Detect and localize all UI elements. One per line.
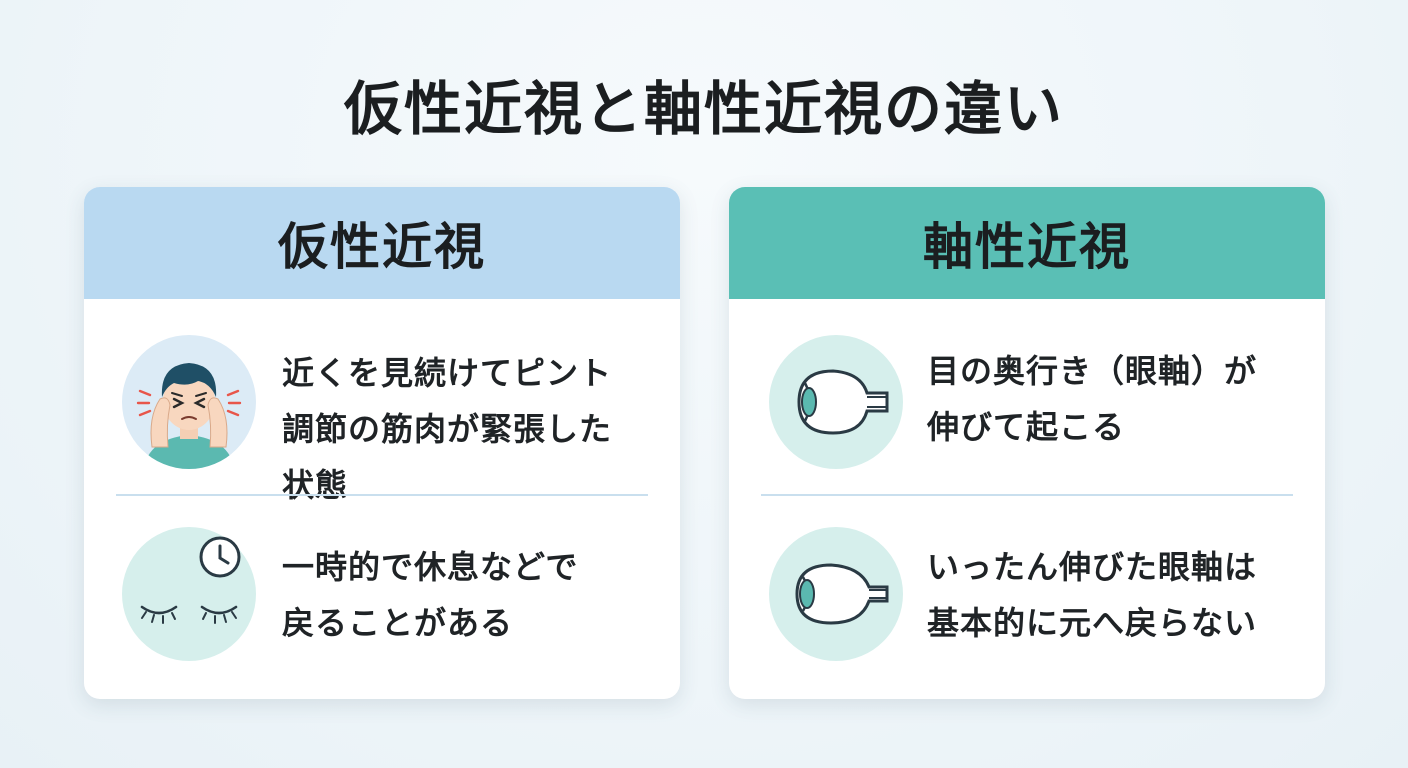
text-line: 調節の筋肉が緊張した <box>282 410 613 448</box>
text-line: 状態 <box>282 466 349 504</box>
item-description: 目の奥行き（眼軸）が 伸びて起こる <box>927 343 1297 455</box>
divider <box>116 494 648 496</box>
list-item: 一時的で休息などで 戻ることがある <box>84 527 680 661</box>
card-heading: 軸性近視 <box>729 187 1325 299</box>
item-description: 近くを見続けてピント 調節の筋肉が緊張した 状態 <box>282 345 652 513</box>
text-line: いったん伸びた眼軸は <box>927 548 1258 586</box>
text-line: 一時的で休息などで <box>282 548 579 586</box>
closed-eyes-clock-icon <box>122 527 256 661</box>
strained-person-icon <box>122 335 256 469</box>
eyeball-icon <box>769 335 903 469</box>
page-title: 仮性近視と軸性近視の違い <box>343 75 1064 143</box>
divider <box>761 494 1293 496</box>
text-line: 目の奥行き（眼軸）が <box>927 352 1258 390</box>
text-line: 基本的に元へ戻らない <box>927 604 1258 642</box>
item-description: 一時的で休息などで 戻ることがある <box>282 539 652 651</box>
card-pseudo-myopia: 仮性近視 <box>84 187 680 699</box>
card-axial-myopia: 軸性近視 目の奥行き（眼軸）が 伸びて起こる <box>729 187 1325 699</box>
item-description: いったん伸びた眼軸は 基本的に元へ戻らない <box>927 539 1297 651</box>
card-heading: 仮性近視 <box>84 187 680 299</box>
text-line: 戻ることがある <box>282 604 514 642</box>
text-line: 伸びて起こる <box>927 408 1126 446</box>
elongated-eyeball-icon <box>769 527 903 661</box>
list-item: 近くを見続けてピント 調節の筋肉が緊張した 状態 <box>84 335 680 504</box>
list-item: 目の奥行き（眼軸）が 伸びて起こる <box>729 335 1325 469</box>
text-line: 近くを見続けてピント <box>282 354 613 392</box>
list-item: いったん伸びた眼軸は 基本的に元へ戻らない <box>729 527 1325 661</box>
